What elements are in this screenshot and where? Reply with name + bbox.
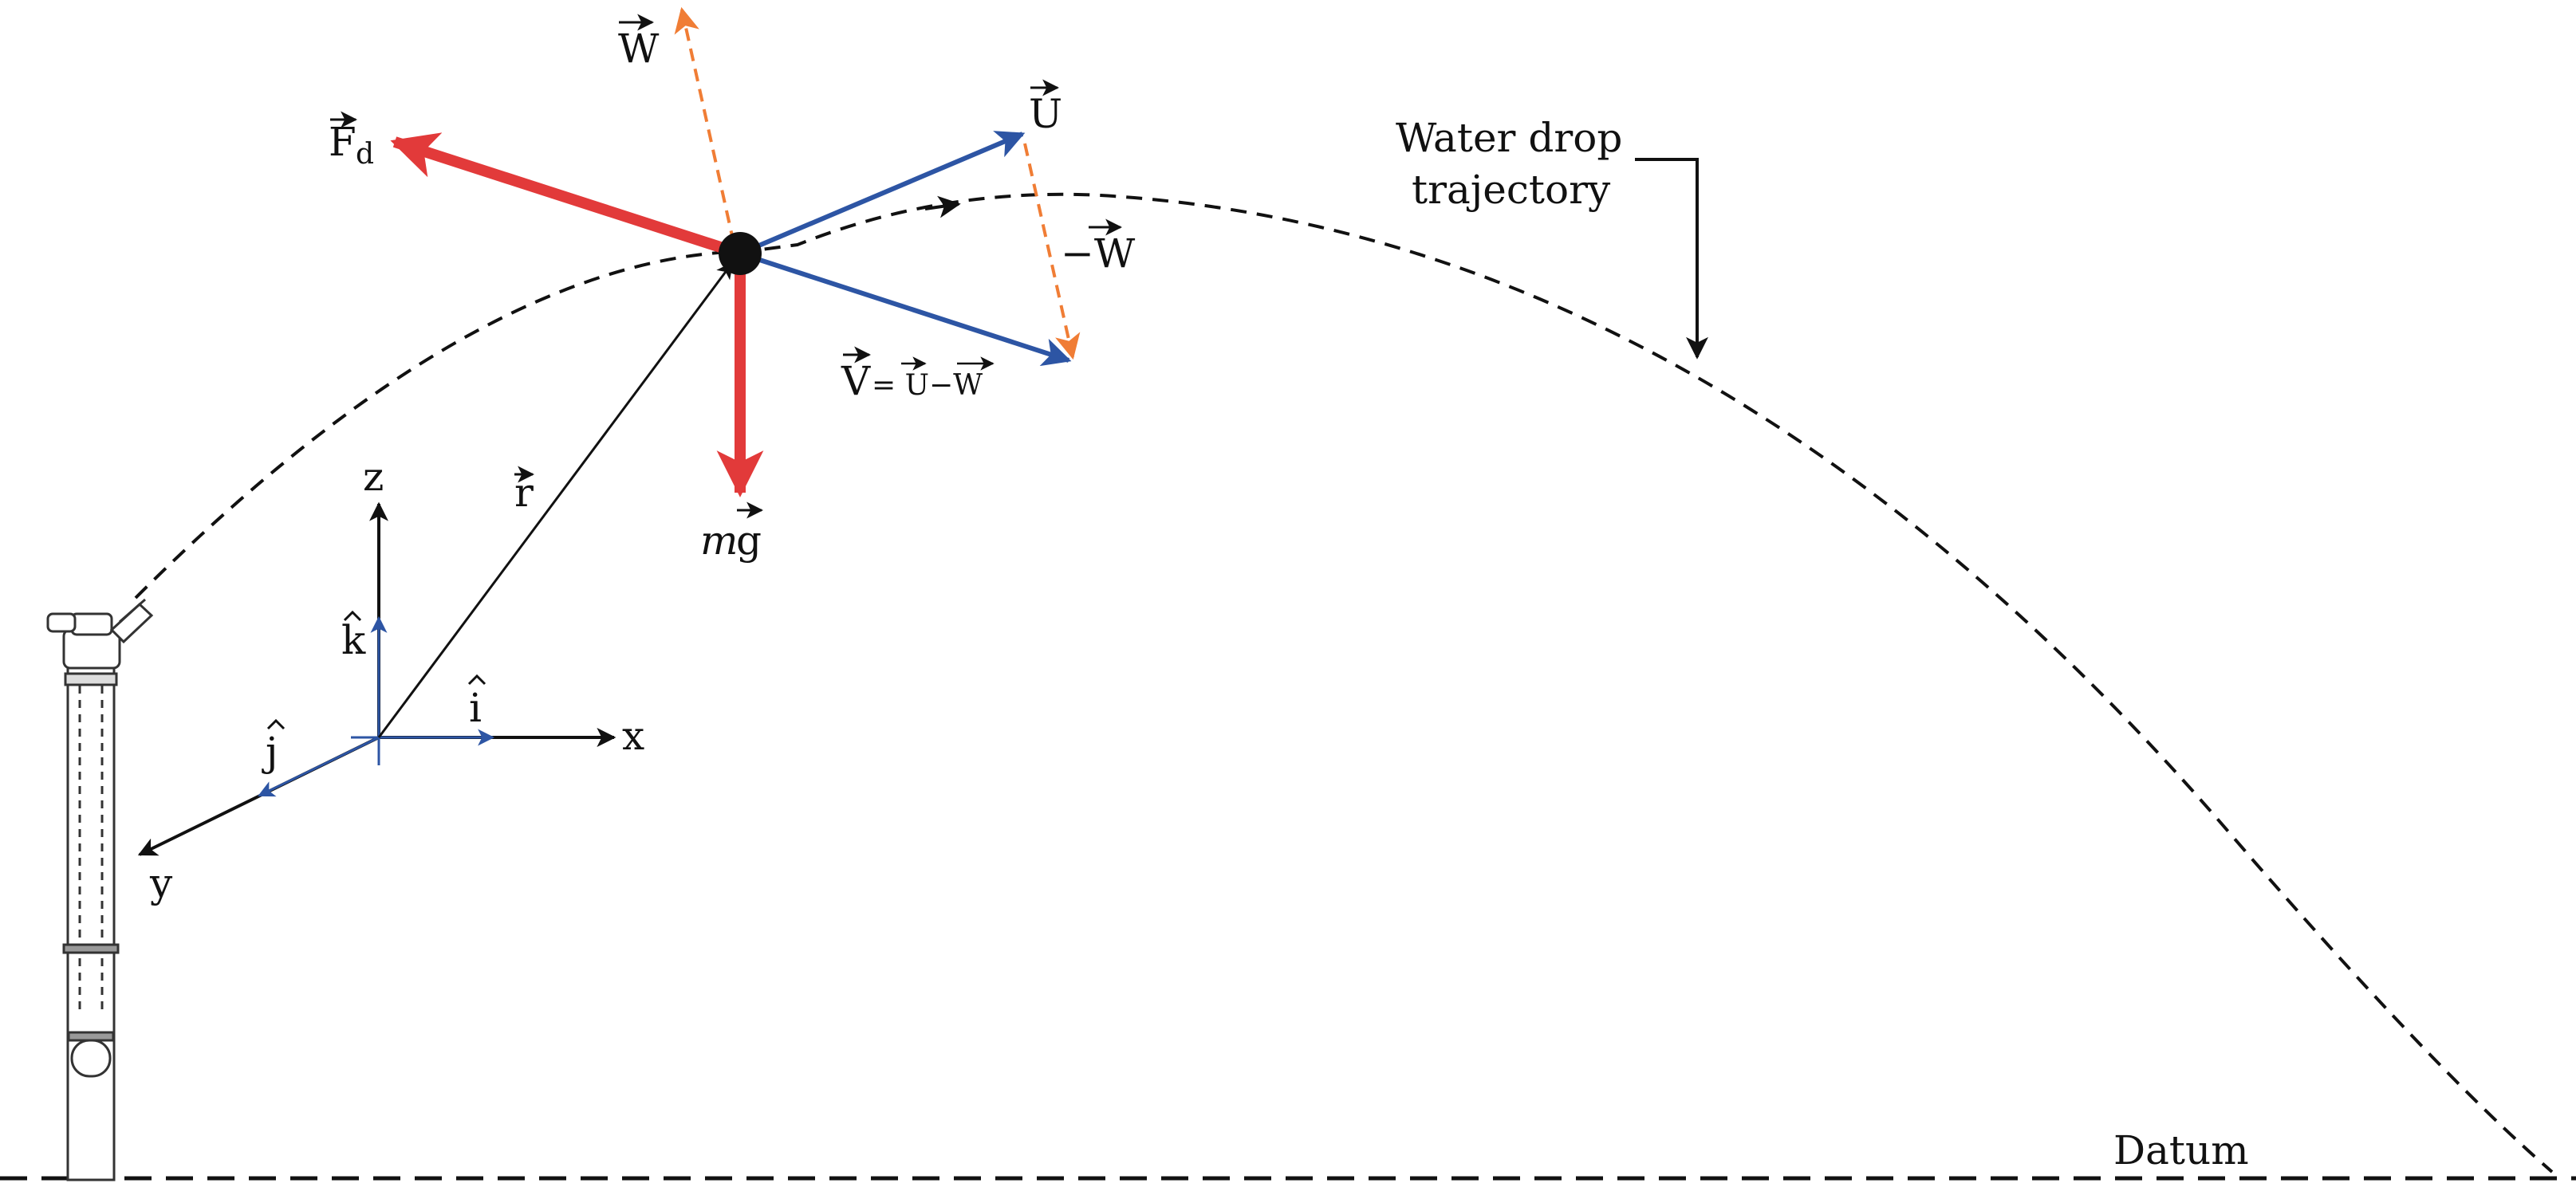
trajectory-callout-arrow — [1635, 158, 1708, 360]
label-u-text: U — [1029, 91, 1062, 137]
label-m-text: m — [700, 517, 738, 564]
label-fd: F d — [329, 111, 374, 171]
datum-label: Datum — [2113, 1127, 2249, 1173]
label-g-text: g — [736, 517, 762, 564]
label-u: U — [1029, 79, 1062, 137]
trajectory-label-line1: Water drop — [1396, 115, 1622, 161]
label-fd-text: F — [329, 119, 356, 165]
position-vector-r — [377, 261, 734, 738]
j-unit-vector — [258, 736, 380, 797]
label-i-hat: i — [467, 674, 486, 731]
sprinkler-icon — [46, 598, 154, 1181]
trajectory-curve — [134, 192, 2554, 1173]
label-k-hat: k — [341, 610, 366, 663]
velocity-v — [739, 251, 1072, 367]
label-w-top: W — [618, 14, 660, 72]
label-y: y — [149, 860, 173, 906]
label-r-text: r — [514, 470, 534, 516]
label-i-text: i — [469, 685, 482, 731]
water-drop — [719, 232, 762, 275]
label-j-hat: j — [262, 718, 286, 775]
label-minus-w: −W — [1061, 218, 1136, 277]
label-v-text: V — [841, 358, 871, 404]
label-minus-w-text: −W — [1061, 230, 1136, 277]
label-fd-subscript: d — [356, 138, 374, 171]
drag-force-fd — [390, 132, 742, 259]
trajectory-direction-arrow — [924, 195, 961, 218]
wind-vector-w — [674, 6, 735, 244]
label-w-text: W — [618, 26, 660, 72]
trajectory-label-line2: trajectory — [1412, 167, 1611, 213]
label-mg: m g — [700, 501, 764, 564]
minus-wind-vector — [1023, 143, 1081, 360]
velocity-u — [739, 131, 1026, 256]
label-r: r — [514, 466, 535, 516]
label-v-equation: V = U−W — [841, 346, 995, 404]
label-j-text: j — [262, 729, 278, 775]
label-z: z — [363, 454, 384, 500]
label-v-expression: = U−W — [872, 369, 983, 402]
label-k-text: k — [341, 617, 366, 663]
label-x: x — [622, 713, 644, 759]
